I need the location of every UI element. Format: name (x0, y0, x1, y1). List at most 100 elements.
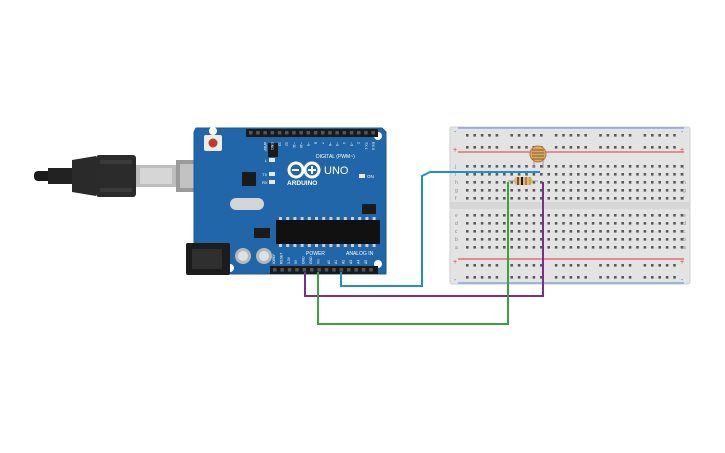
breadboard-hole[interactable] (614, 214, 617, 217)
breadboard-hole[interactable] (643, 230, 647, 233)
breadboard-hole[interactable] (606, 181, 610, 184)
breadboard-hole[interactable] (473, 197, 476, 200)
breadboard-hole[interactable] (569, 214, 573, 217)
breadboard-hole[interactable] (466, 246, 469, 249)
breadboard-hole[interactable] (584, 197, 587, 200)
breadboard-hole[interactable] (636, 222, 639, 225)
breadboard-hole[interactable] (651, 222, 654, 225)
breadboard-hole[interactable] (658, 222, 661, 225)
breadboard-hole[interactable] (510, 189, 513, 192)
breadboard-hole[interactable] (517, 276, 521, 279)
breadboard-hole[interactable] (488, 197, 491, 200)
breadboard-hole[interactable] (562, 230, 565, 233)
breadboard-hole[interactable] (473, 189, 476, 192)
breadboard-hole[interactable] (495, 173, 499, 176)
breadboard-hole[interactable] (665, 276, 669, 279)
breadboard-hole[interactable] (554, 222, 558, 225)
power-jack[interactable] (186, 243, 230, 275)
breadboard-hole[interactable] (554, 146, 558, 149)
breadboard-hole[interactable] (673, 189, 676, 192)
breadboard-hole[interactable] (628, 276, 632, 279)
breadboard-hole[interactable] (525, 146, 528, 149)
breadboard-hole[interactable] (680, 189, 684, 192)
breadboard-hole[interactable] (628, 222, 632, 225)
breadboard-hole[interactable] (614, 230, 617, 233)
breadboard-hole[interactable] (466, 197, 469, 200)
breadboard-hole[interactable] (517, 222, 521, 225)
breadboard-hole[interactable] (584, 189, 587, 192)
breadboard-hole[interactable] (614, 165, 617, 168)
breadboard-hole[interactable] (651, 230, 654, 233)
breadboard-hole[interactable] (488, 173, 491, 176)
breadboard-hole[interactable] (636, 165, 639, 168)
breadboard-hole[interactable] (577, 214, 580, 217)
breadboard-hole[interactable] (665, 197, 669, 200)
breadboard-hole[interactable] (606, 197, 610, 200)
breadboard-hole[interactable] (614, 197, 617, 200)
breadboard-hole[interactable] (569, 238, 573, 241)
header-pin-hole[interactable] (277, 131, 282, 135)
breadboard-hole[interactable] (480, 214, 484, 217)
breadboard-hole[interactable] (488, 276, 491, 279)
breadboard-hole[interactable] (532, 173, 536, 176)
header-pin-hole[interactable] (332, 268, 336, 272)
breadboard-hole[interactable] (599, 246, 602, 249)
breadboard-hole[interactable] (577, 264, 580, 267)
breadboard-hole[interactable] (473, 134, 476, 137)
header-pin-hole[interactable] (313, 131, 318, 135)
breadboard-hole[interactable] (488, 238, 491, 241)
breadboard-hole[interactable] (577, 189, 580, 192)
breadboard-hole[interactable] (510, 238, 513, 241)
breadboard-hole[interactable] (673, 146, 676, 149)
breadboard-hole[interactable] (480, 222, 484, 225)
breadboard-hole[interactable] (480, 181, 484, 184)
breadboard-hole[interactable] (584, 230, 587, 233)
breadboard-hole[interactable] (466, 173, 469, 176)
resistor-icon[interactable] (508, 177, 538, 185)
breadboard-hole[interactable] (562, 173, 565, 176)
breadboard-hole[interactable] (525, 230, 528, 233)
breadboard-hole[interactable] (532, 264, 536, 267)
breadboard-hole[interactable] (658, 276, 661, 279)
breadboard-hole[interactable] (517, 134, 521, 137)
breadboard-hole[interactable] (599, 165, 602, 168)
breadboard-hole[interactable] (665, 246, 669, 249)
breadboard-hole[interactable] (599, 181, 602, 184)
breadboard-hole[interactable] (621, 214, 624, 217)
breadboard-hole[interactable] (680, 165, 684, 168)
breadboard-hole[interactable] (651, 214, 654, 217)
breadboard-hole[interactable] (599, 238, 602, 241)
breadboard-hole[interactable] (532, 238, 536, 241)
breadboard-hole[interactable] (665, 230, 669, 233)
breadboard-hole[interactable] (658, 173, 661, 176)
breadboard-hole[interactable] (643, 189, 647, 192)
breadboard-hole[interactable] (614, 222, 617, 225)
breadboard-hole[interactable] (673, 264, 676, 267)
breadboard-hole[interactable] (658, 181, 661, 184)
breadboard-hole[interactable] (540, 181, 543, 184)
breadboard-hole[interactable] (577, 197, 580, 200)
breadboard-hole[interactable] (643, 197, 647, 200)
breadboard-hole[interactable] (532, 197, 536, 200)
photoresistor-icon[interactable] (529, 145, 547, 168)
breadboard-hole[interactable] (614, 146, 617, 149)
breadboard-hole[interactable] (540, 173, 543, 176)
breadboard-hole[interactable] (651, 181, 654, 184)
breadboard-hole[interactable] (658, 214, 661, 217)
breadboard-hole[interactable] (591, 214, 595, 217)
breadboard-hole[interactable] (547, 214, 550, 217)
breadboard-hole[interactable] (466, 181, 469, 184)
header-pin-hole[interactable] (273, 268, 277, 272)
breadboard-hole[interactable] (643, 246, 647, 249)
breadboard-hole[interactable] (540, 264, 543, 267)
breadboard-hole[interactable] (554, 189, 558, 192)
breadboard-hole[interactable] (643, 214, 647, 217)
breadboard-hole[interactable] (480, 189, 484, 192)
breadboard-hole[interactable] (569, 246, 573, 249)
breadboard-hole[interactable] (673, 165, 676, 168)
breadboard-hole[interactable] (540, 214, 543, 217)
breadboard-hole[interactable] (517, 146, 521, 149)
breadboard-hole[interactable] (488, 264, 491, 267)
breadboard-hole[interactable] (584, 165, 587, 168)
breadboard-hole[interactable] (562, 264, 565, 267)
